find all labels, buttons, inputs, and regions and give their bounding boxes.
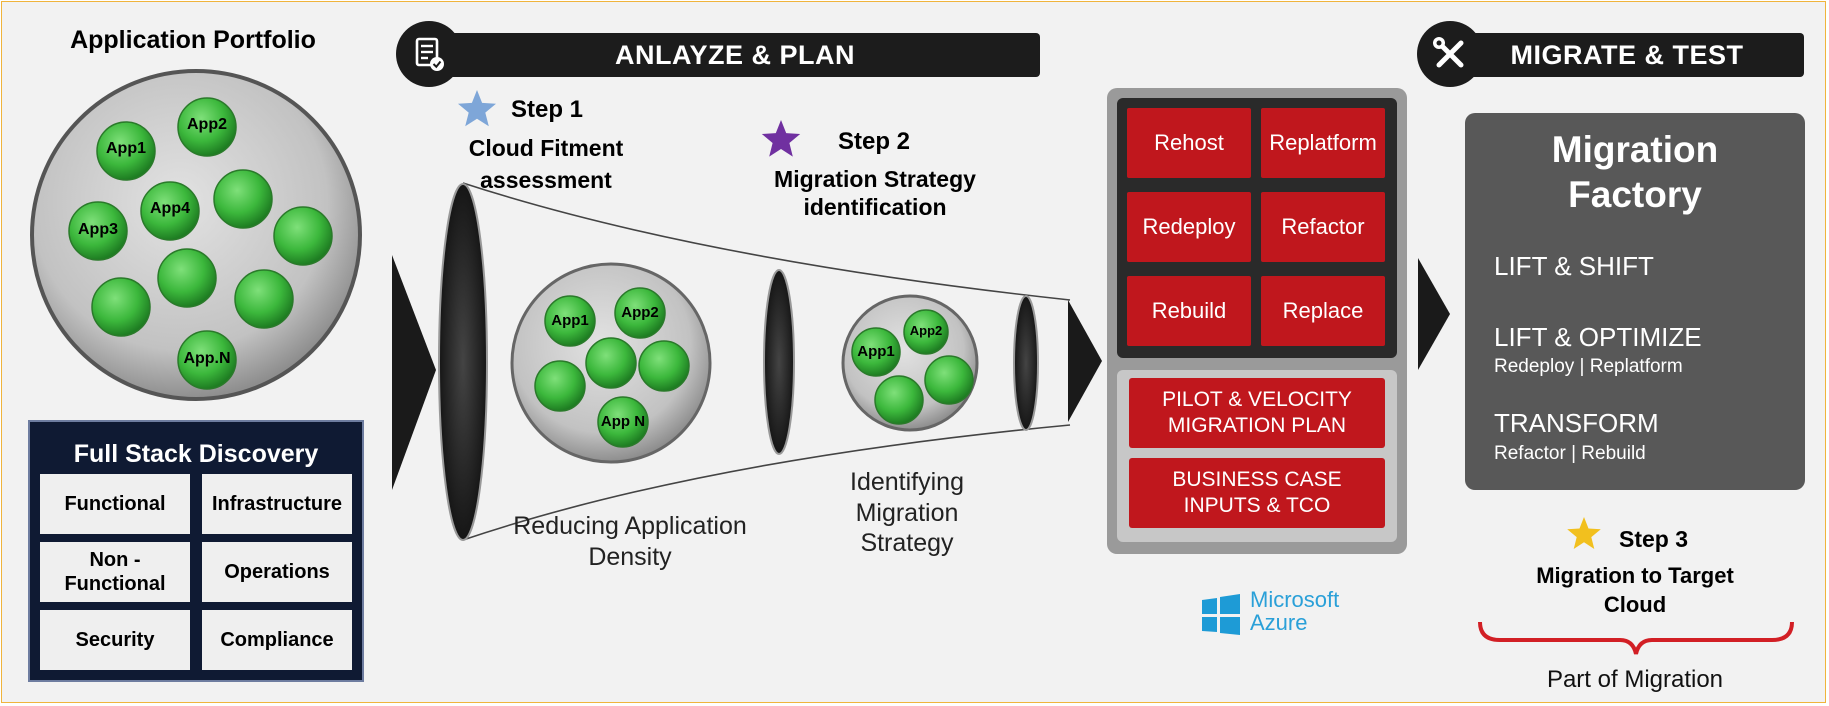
strategy-grid: Rehost Replatform Redeploy Refactor Rebu…: [1117, 98, 1397, 358]
portfolio-title: Application Portfolio: [70, 26, 316, 54]
bracket-shape: [1478, 621, 1794, 655]
portfolio-app-label-4: App4: [150, 200, 190, 217]
factory-item-1-label: LIFT & SHIFT: [1494, 251, 1654, 281]
strategy-panel: Rehost Replatform Redeploy Refactor Rebu…: [1107, 88, 1407, 554]
migrate-test-banner: MIGRATE & TEST: [1450, 33, 1804, 77]
density-app-label-1: App1: [551, 312, 589, 329]
strategy-caption: Identifying Migration Strategy: [850, 468, 964, 557]
azure-logo-text: Microsoft Azure: [1250, 588, 1339, 634]
full-stack-discovery-panel: Full Stack Discovery Functional Infrastr…: [28, 420, 364, 682]
strategy-refactor: Refactor: [1261, 192, 1385, 262]
step1-description: Cloud Fitment assessment: [468, 135, 624, 193]
azure-logo-icon: [1202, 594, 1240, 635]
azure-line-2: Azure: [1250, 610, 1308, 636]
factory-item-3-label: TRANSFORM: [1494, 408, 1659, 438]
factory-item-3-sub: Refactor | Rebuild: [1494, 443, 1646, 464]
discovery-cell-compliance: Compliance: [202, 610, 352, 670]
discovery-title: Full Stack Discovery: [73, 440, 319, 468]
flow-chevron-1: [392, 255, 436, 490]
strategy-app-label-2: App2: [909, 323, 943, 338]
density-app-label-n: App N: [600, 413, 646, 430]
portfolio-app-label-n: App.N: [183, 350, 231, 367]
flow-chevron-2: [1068, 300, 1102, 422]
step2-star-icon: [761, 120, 801, 157]
discovery-cell-functional: Functional: [40, 474, 190, 534]
discovery-cell-security: Security: [40, 610, 190, 670]
factory-item-2-sub: Redeploy | Replatform: [1494, 356, 1683, 377]
migration-factory-title: Migration Factory: [1551, 129, 1719, 216]
bracket-caption: Part of Migration: [1546, 666, 1724, 693]
plan-group: PILOT & VELOCITY MIGRATION PLAN BUSINESS…: [1117, 370, 1397, 542]
plan-business-case: BUSINESS CASE INPUTS & TCO: [1129, 458, 1385, 528]
portfolio-app-bubbles: [68, 97, 333, 390]
strategy-redeploy: Redeploy: [1127, 192, 1251, 262]
azure-line-1: Microsoft: [1250, 587, 1340, 612]
strategy-app-bubbles: [851, 309, 974, 425]
strategy-rebuild: Rebuild: [1127, 276, 1251, 346]
strategy-rehost: Rehost: [1127, 108, 1251, 178]
portfolio-app-label-3: App3: [78, 221, 118, 238]
funnel-outline: [462, 182, 1071, 541]
strategy-app-label-1: App1: [857, 343, 895, 360]
funnel-disc-3: [1013, 295, 1039, 431]
step3-label: Step 3: [1619, 526, 1689, 552]
portfolio-app-label-1: App1: [106, 140, 146, 157]
flow-chevron-3: [1418, 258, 1450, 370]
factory-item-2-label: LIFT & OPTIMIZE: [1494, 322, 1702, 352]
step2-label: Step 2: [838, 128, 911, 155]
density-caption: Reducing Application Density: [513, 512, 747, 571]
tools-icon: [1433, 37, 1464, 68]
density-app-label-2: App2: [621, 304, 659, 321]
funnel-disc-1: [438, 183, 488, 541]
discovery-cell-non-functional: Non - Functional: [40, 542, 190, 602]
migrate-icon-badge: [1417, 21, 1483, 87]
strategy-replatform: Replatform: [1261, 108, 1385, 178]
analyze-plan-banner: ANLAYZE & PLAN: [430, 33, 1040, 77]
step3-description: Migration to Target Cloud: [1536, 563, 1734, 617]
analyze-icon-badge: [396, 21, 462, 87]
discovery-cell-infrastructure: Infrastructure: [202, 474, 352, 534]
step3-star-icon: [1567, 517, 1601, 549]
step1-label: Step 1: [511, 96, 584, 123]
azure-logo: Microsoft Azure: [1202, 588, 1352, 640]
strategy-replace: Replace: [1261, 276, 1385, 346]
portfolio-app-label-2: App2: [187, 116, 227, 133]
discovery-cell-operations: Operations: [202, 542, 352, 602]
checklist-icon: [415, 37, 444, 71]
step2-description: Migration Strategy identification: [774, 166, 976, 220]
migration-factory-panel: Migration Factory: [1465, 113, 1805, 490]
plan-pilot-velocity: PILOT & VELOCITY MIGRATION PLAN: [1129, 378, 1385, 448]
step1-star-icon: [458, 90, 496, 127]
density-app-bubbles: [534, 287, 690, 448]
funnel-disc-2: [763, 269, 795, 455]
